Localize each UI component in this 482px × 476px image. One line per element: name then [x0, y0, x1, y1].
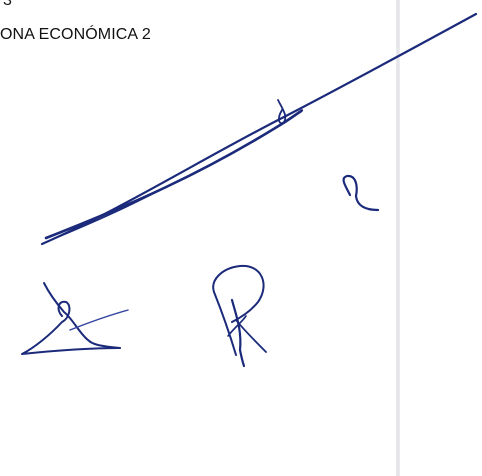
document-number: 3	[3, 0, 12, 9]
page-fold-line	[396, 0, 400, 476]
signature-long-stroke	[40, 12, 478, 246]
initial-lower-left	[21, 282, 129, 355]
initial-right	[342, 174, 380, 212]
document-heading: ONA ECONÓMICA 2	[0, 26, 151, 43]
signature-lower-middle	[212, 264, 267, 368]
